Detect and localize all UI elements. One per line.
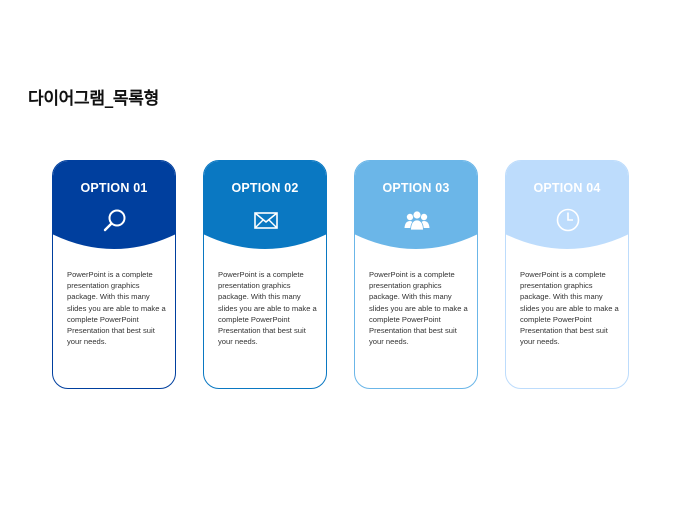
option-card-1: OPTION 01 PowerPoint is a complete prese…	[52, 160, 176, 389]
option-card-header: OPTION 04	[506, 161, 628, 253]
clock-icon	[556, 208, 580, 232]
option-description: PowerPoint is a complete presentation gr…	[218, 270, 317, 347]
option-card-header: OPTION 02	[204, 161, 326, 253]
option-title: OPTION 04	[533, 181, 601, 195]
people-icon	[404, 210, 430, 231]
option-title: OPTION 03	[382, 181, 450, 195]
option-title: OPTION 02	[231, 181, 299, 195]
option-description: PowerPoint is a complete presentation gr…	[67, 270, 166, 347]
search-icon	[103, 209, 126, 232]
envelope-icon	[254, 212, 278, 229]
option-card-header: OPTION 03	[355, 161, 477, 253]
option-card-2: OPTION 02 PowerPoint is a complete prese…	[203, 160, 327, 389]
option-description: PowerPoint is a complete presentation gr…	[520, 270, 619, 347]
option-description: PowerPoint is a complete presentation gr…	[369, 270, 468, 347]
page-title: 다이어그램_목록형	[28, 89, 159, 109]
option-title: OPTION 01	[80, 181, 148, 195]
option-card-3: OPTION 03 PowerPoint is a complete prese…	[354, 160, 478, 389]
option-card-4: OPTION 04 PowerPoint is a complete prese…	[505, 160, 629, 389]
option-card-header: OPTION 01	[53, 161, 175, 253]
